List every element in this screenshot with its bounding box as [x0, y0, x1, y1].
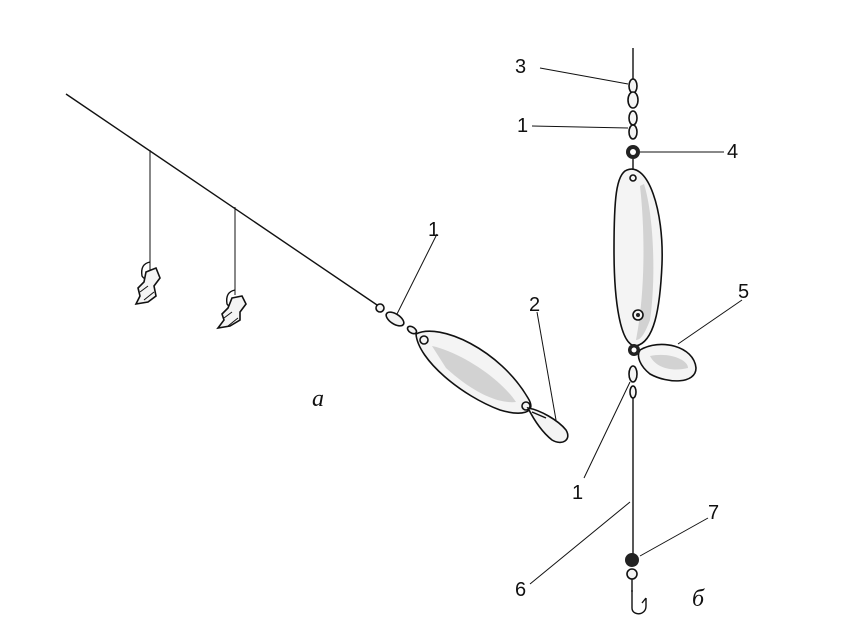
figure-b-letter: б	[692, 586, 705, 612]
dropper-1	[134, 150, 161, 306]
label-b-6: 6	[515, 579, 526, 601]
hook-icon	[631, 590, 647, 615]
figure-b: 3 1 4 5 1 6 7 б	[515, 48, 749, 615]
upper-swivel-b	[628, 110, 638, 140]
figure-a: 1 2 а	[65, 93, 569, 444]
label-a-2: 2	[529, 294, 540, 316]
label-b-1-lower: 1	[572, 482, 583, 504]
main-line-a	[65, 93, 381, 308]
swivel-a	[375, 303, 418, 335]
label-b-1-upper: 1	[517, 115, 528, 137]
lower-swivel-b	[628, 365, 638, 410]
bead-b	[625, 553, 639, 592]
spoon-lure-a	[415, 330, 532, 414]
dropper-2	[216, 207, 247, 330]
label-b-7: 7	[708, 502, 719, 524]
ring-a	[526, 406, 569, 444]
label-b-4: 4	[727, 141, 738, 163]
label-b-3: 3	[515, 56, 526, 78]
blade-b	[628, 343, 697, 382]
bead-ring-b	[626, 145, 640, 172]
label-b-5: 5	[738, 281, 749, 303]
label-a-1: 1	[428, 219, 439, 241]
spoon-lure-b	[613, 168, 663, 347]
top-swivel-b	[627, 78, 639, 109]
figure-a-letter: а	[312, 386, 324, 412]
